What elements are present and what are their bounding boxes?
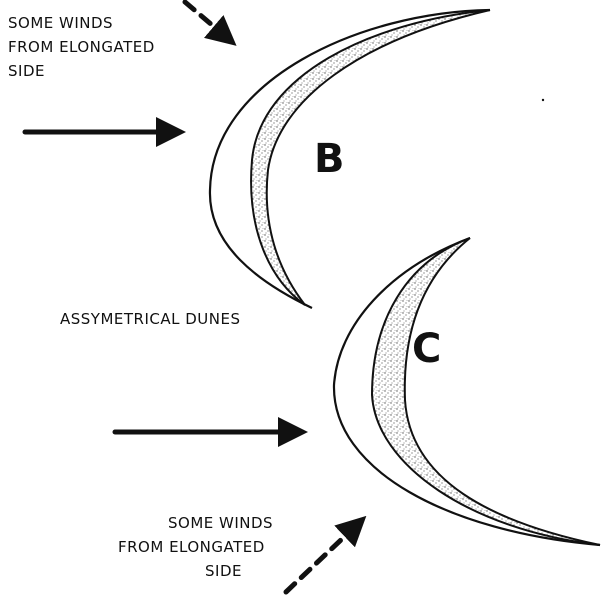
assymetrical-dunes-caption: ASSYMETRICAL DUNES [60,310,241,328]
bottom-note-line-2: FROM ELONGATED [118,538,265,556]
dune-c-crest-inner [405,238,600,545]
top-dashed-wind-arrow-icon [185,2,232,42]
bottom-dashed-wind-arrow-icon [286,520,362,592]
top-note-line-3: SIDE [8,62,45,80]
top-note-line-2: FROM ELONGATED [8,38,155,56]
dune-c-crest-outer [372,238,600,545]
top-note-line-1: SOME WINDS [8,14,113,32]
dune-b [210,10,490,308]
dune-b-stipple [251,10,490,305]
dune-b-crest-outer [251,10,490,305]
bottom-wind-note: SOME WINDS FROM ELONGATED SIDE [118,514,273,580]
dune-b-crest-inner [267,10,490,305]
bottom-note-line-3: SIDE [205,562,242,580]
stray-mark [542,99,544,101]
bottom-note-line-1: SOME WINDS [168,514,273,532]
top-wind-note: SOME WINDS FROM ELONGATED SIDE [8,14,155,80]
dune-c [334,238,600,545]
dune-b-label: B [314,136,345,182]
dune-c-label: C [412,326,442,372]
